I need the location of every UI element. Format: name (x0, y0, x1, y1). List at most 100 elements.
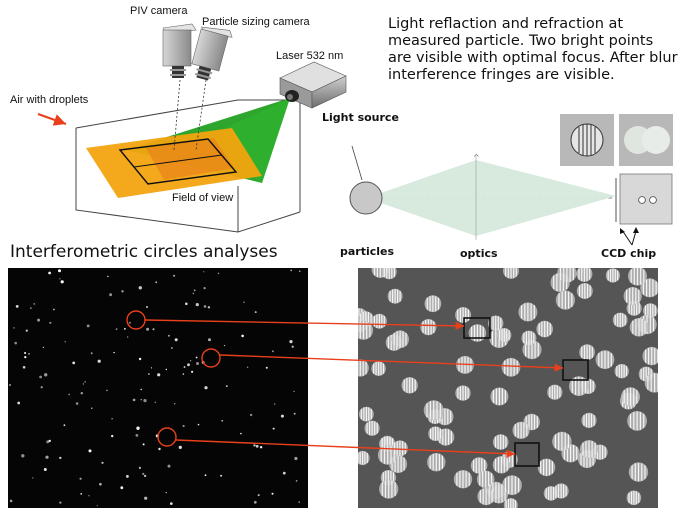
particle-dot (44, 373, 48, 377)
particle-dot (187, 363, 190, 367)
particle-dot (30, 307, 32, 309)
connector-2 (219, 354, 564, 372)
fringe-disc (381, 264, 397, 280)
particle-dot (28, 353, 30, 355)
field-of-view-box (118, 138, 238, 185)
particle-dot (97, 359, 101, 363)
particle-dot (145, 305, 149, 309)
particle-dot (72, 361, 76, 365)
particle-dot (32, 477, 34, 479)
particles-label: particles (340, 245, 395, 258)
particle-dot (111, 418, 113, 420)
particle-dot (96, 505, 98, 507)
laser-head-icon (279, 61, 347, 109)
fringe-disc (627, 411, 647, 431)
particle-dot (294, 456, 298, 461)
fringe-disc (476, 470, 495, 489)
ccd-chip (619, 173, 673, 225)
particle-dot (111, 434, 114, 438)
particle-dot (195, 303, 199, 307)
fringe-disc (552, 431, 572, 452)
fringe-disc (581, 412, 597, 428)
fringe-disc (359, 406, 374, 422)
particle-dot (191, 370, 194, 373)
sizing-camera-label: Particle sizing camera (202, 16, 310, 28)
particle-dot (48, 271, 51, 275)
particle-dot (272, 427, 275, 430)
particle-dot (59, 278, 61, 280)
particle-dot (142, 443, 145, 446)
fringe-disc (427, 453, 446, 472)
particle-dot (225, 385, 228, 387)
particle-dot (167, 334, 170, 337)
particle-dot (135, 434, 139, 437)
particle-dot (271, 492, 274, 495)
particle-dot (170, 502, 173, 505)
particle-dot (64, 341, 66, 343)
particle-dot (9, 499, 13, 503)
particle-dot (165, 491, 167, 494)
particle-dot (272, 350, 274, 353)
particle-dot (243, 301, 245, 303)
particle-dot (165, 368, 167, 371)
fringe-disc (470, 457, 488, 474)
particle-dot (22, 366, 26, 369)
particle-dot (106, 389, 108, 392)
particle-dot (8, 383, 12, 387)
fringe-disc (497, 328, 512, 343)
particle-dot (59, 501, 62, 504)
particle-dot (185, 302, 188, 306)
particle-dot (173, 274, 176, 277)
particle-dot (121, 290, 124, 293)
particle-dot (99, 482, 102, 486)
particle-dot (255, 444, 259, 448)
fringe-thumbnail-focused (560, 114, 614, 166)
particle-dot (208, 338, 211, 342)
marker-box-2 (562, 359, 589, 381)
fringe-disc (401, 377, 418, 394)
particle-dot (13, 327, 15, 329)
particle-dot (217, 272, 220, 275)
particle-dot (154, 401, 156, 403)
fringe-disc (492, 456, 511, 474)
fringe-disc (391, 440, 408, 457)
description-text: Light reflaction and refraction at measu… (388, 16, 678, 83)
particle-dot (24, 356, 27, 359)
particle-dot (158, 447, 161, 451)
fringe-disc (512, 421, 530, 439)
ccd-chip-label: CCD chip (601, 247, 657, 260)
particle-dot (299, 270, 301, 272)
particle-dot (280, 414, 284, 418)
fringe-disc (628, 266, 647, 286)
marker-box-1 (463, 317, 491, 339)
fringe-disc (371, 361, 386, 376)
particle-dot (150, 367, 153, 369)
connector-1 (144, 319, 465, 331)
fringe-disc (423, 400, 444, 421)
particle-dot (46, 440, 50, 444)
marker-circle-3 (157, 427, 177, 447)
particle-dot (183, 366, 186, 368)
particle-dot (192, 292, 195, 295)
particle-dot (203, 305, 207, 308)
particle-dot (14, 341, 17, 345)
particle-dot (45, 455, 49, 459)
fringe-thumbnail-blurred (619, 114, 673, 166)
piv-camera-icon (162, 23, 197, 78)
particle-dot (298, 501, 301, 503)
particle-dot (157, 373, 161, 377)
particle-dot (293, 390, 295, 392)
fringe-disc (537, 458, 556, 477)
particle-dot (42, 346, 45, 349)
particle-dot (115, 328, 118, 330)
particle-dot (107, 275, 109, 278)
particle-dot (257, 494, 260, 497)
particle-dot (147, 373, 150, 375)
particle-dot (138, 286, 142, 290)
optics-schematic: ^ (349, 145, 673, 246)
particle-dot (207, 306, 211, 309)
particle-dot (254, 311, 257, 314)
particle-dot (84, 381, 86, 383)
particle-dot (295, 480, 298, 482)
fringe-disc (455, 385, 471, 401)
